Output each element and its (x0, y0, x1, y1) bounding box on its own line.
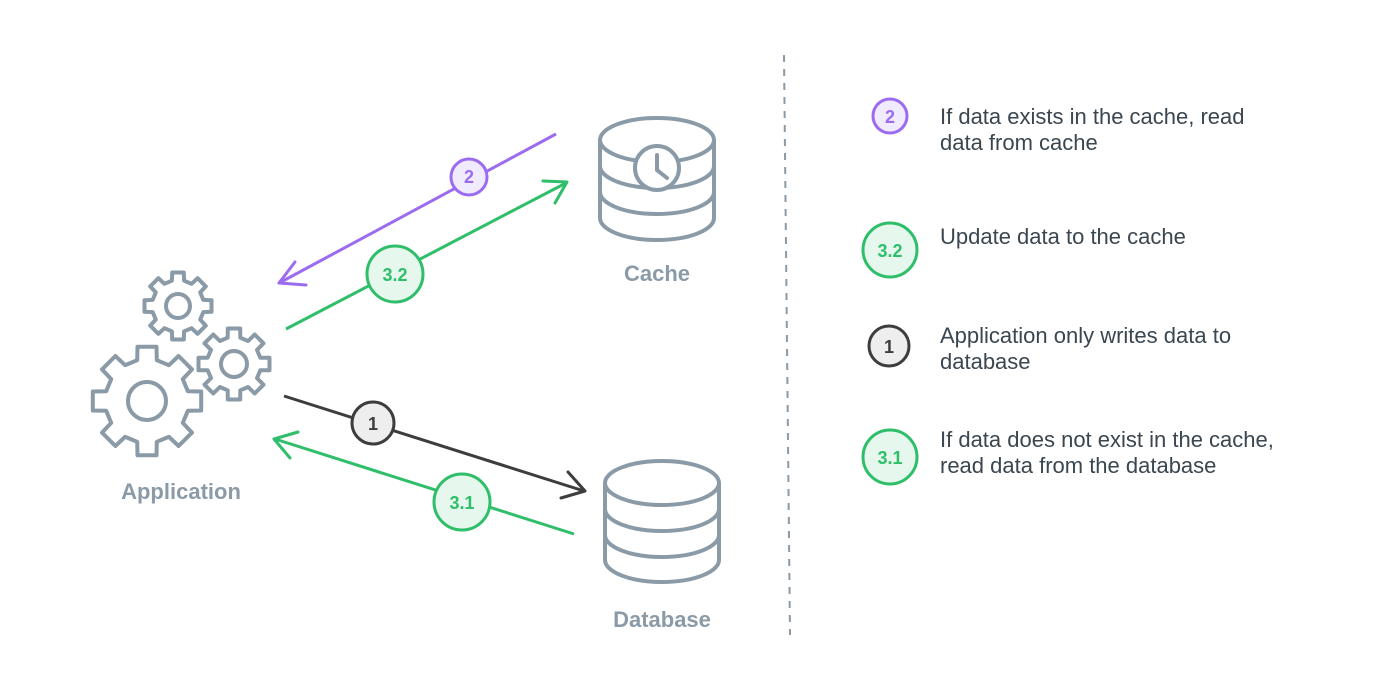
legend-badge-step-1: 1 (867, 324, 911, 368)
gear-small-right-outline (196, 326, 272, 402)
arrow-step-2 (277, 132, 557, 287)
legend-badge-step-3-1: 3.1 (861, 428, 919, 486)
cache-label: Cache (624, 261, 690, 286)
gear-small-right-icon (196, 326, 272, 402)
database-icon (603, 459, 721, 584)
badge-step-3-1-label: 3.1 (449, 493, 474, 513)
badge-step-3-1: 3.1 (432, 472, 492, 532)
legend-badge-step-1-label: 1 (884, 337, 894, 357)
application-label: Application (121, 479, 241, 504)
legend-text-step-3-1: If data does not exist in the cache, rea… (940, 427, 1274, 478)
gear-large-icon (90, 344, 204, 458)
gear-small-top-outline (142, 270, 214, 342)
legend-badge-step-2-label: 2 (885, 107, 895, 127)
badge-step-1: 1 (350, 400, 396, 446)
badge-step-2: 2 (449, 157, 489, 197)
clock-icon (633, 144, 681, 192)
application-gears-icon (90, 270, 272, 458)
legend-badge-step-3-1-label: 3.1 (877, 448, 902, 468)
gear-small-top-icon (142, 270, 214, 342)
arrow-step-3-1 (272, 430, 575, 536)
cache-database-icon (598, 116, 716, 242)
gear-large-outline (90, 344, 204, 458)
legend-badge-step-3-2-label: 3.2 (877, 241, 902, 261)
gear-small-right-hole (219, 349, 249, 379)
legend-badge-step-3-2: 3.2 (861, 221, 919, 279)
gear-large-hole (126, 380, 168, 422)
badge-step-1-label: 1 (368, 414, 378, 434)
legend-divider (783, 54, 791, 636)
legend-text-step-3-2: Update data to the cache (940, 224, 1186, 249)
database-label: Database (613, 607, 711, 632)
arrow-step-1 (283, 394, 587, 500)
legend-text-step-1: Application only writes data to database (940, 323, 1232, 374)
legend-text-step-2: If data exists in the cache, read data f… (940, 104, 1245, 155)
badge-step-3-2: 3.2 (365, 244, 425, 304)
legend-badge-step-2: 2 (871, 97, 909, 135)
arrow-step-3-2 (285, 179, 569, 331)
gear-small-top-hole (164, 292, 192, 320)
badge-step-3-2-label: 3.2 (382, 265, 407, 285)
badge-step-2-label: 2 (464, 167, 474, 187)
